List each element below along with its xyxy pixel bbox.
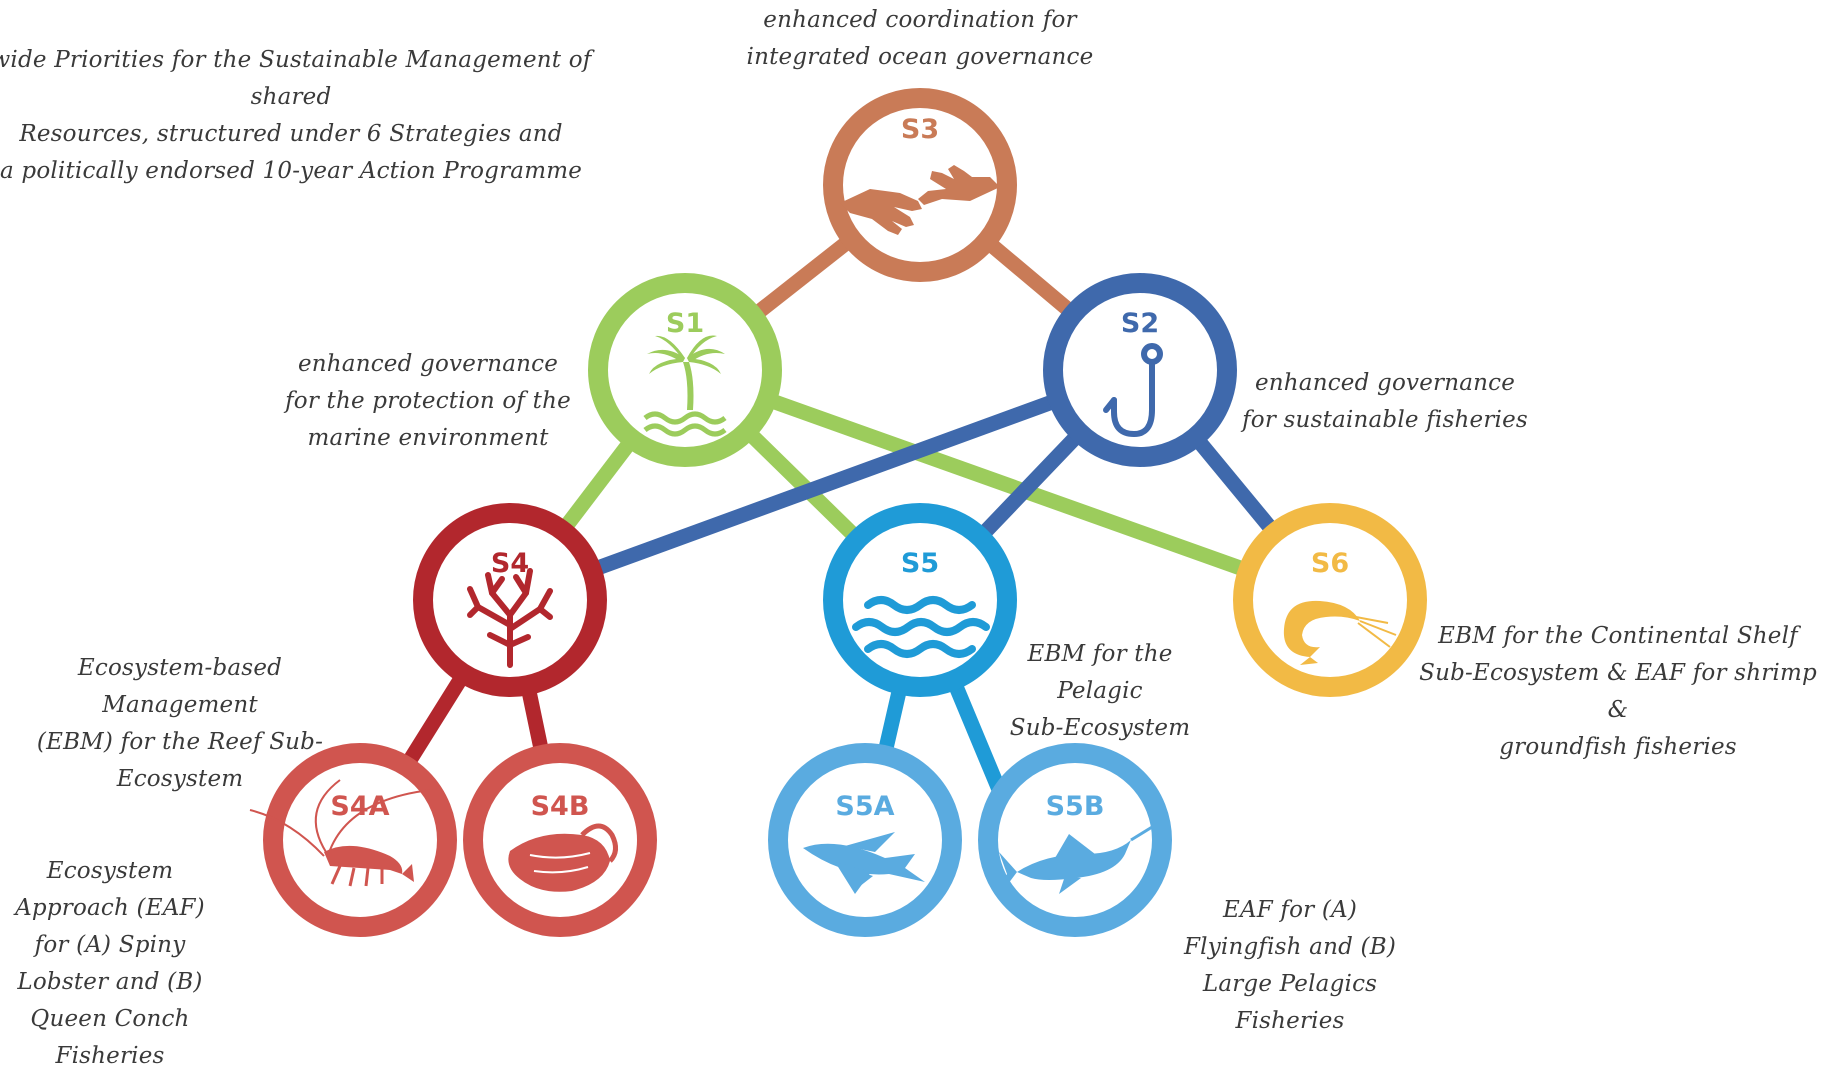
node-s6-label: S6 [1311,548,1349,579]
node-s5a-ring [768,743,962,937]
node-s5a-label: S5A [835,791,894,822]
node-s2-label: S2 [1121,308,1159,339]
node-s4b-label: S4B [531,791,590,822]
s3-caption: enhanced coordination for integrated oce… [746,7,1094,70]
connector-s2-s4 [507,362,1143,608]
waves-icon [852,596,990,658]
node-s3: S3 [823,88,1017,282]
node-s2: S2 [1043,273,1237,467]
s5-caption: EBM for the Pelagic Sub-Ecosystem [1009,641,1191,741]
node-s4-ring [413,503,607,697]
node-s3-label: S3 [901,114,939,145]
node-s5: S5 [823,503,1017,697]
node-s5-label: S5 [901,548,939,579]
node-s1-label: S1 [666,308,704,339]
node-s5a: S5A [768,743,962,937]
connector-s1-s6 [682,362,1333,608]
node-s5-ring [823,503,1017,697]
node-s5b: S5B [978,743,1172,937]
node-s4a-ring [263,743,457,937]
s6-caption: EBM for the Continental Shelf Sub-Ecosys… [1419,623,1817,760]
s4-caption: Ecosystem-based Management (EBM) for the… [36,655,324,792]
s5sub-caption: EAF for (A) Flyingfish and (B) Large Pel… [1183,897,1396,1034]
node-s3-ring [823,88,1017,282]
marlin-icon [999,822,1158,896]
node-s4-label: S4 [491,548,529,579]
header-caption: wide Priorities for the Sustainable Mana… [0,47,592,184]
s4sub-caption: Ecosystem Approach (EAF) for (A) Spiny L… [15,858,205,1069]
shrimp-icon [1283,600,1397,665]
node-s6: S6 [1233,503,1427,697]
node-s5b-label: S5B [1046,791,1105,822]
node-s1: S1 [588,273,782,467]
fishhook-icon [1103,343,1163,438]
node-s2-ring [1043,273,1237,467]
s2-caption: enhanced governance for sustainable fish… [1242,370,1528,433]
flyingfish-icon [803,832,925,894]
s1-caption: enhanced governance for the protection o… [285,351,571,451]
node-s4b: S4B [463,743,657,937]
node-s6-ring [1233,503,1427,697]
coral-icon [467,568,553,668]
node-s4a: S4A [249,743,457,937]
node-s4a-label: S4A [330,791,389,822]
lobster-icon [249,779,431,887]
node-s4: S4 [413,503,607,697]
palm-tree-icon [643,335,727,437]
node-s1-ring [588,273,782,467]
conch-shell-icon [508,823,618,892]
handshake-icon [840,165,1000,235]
